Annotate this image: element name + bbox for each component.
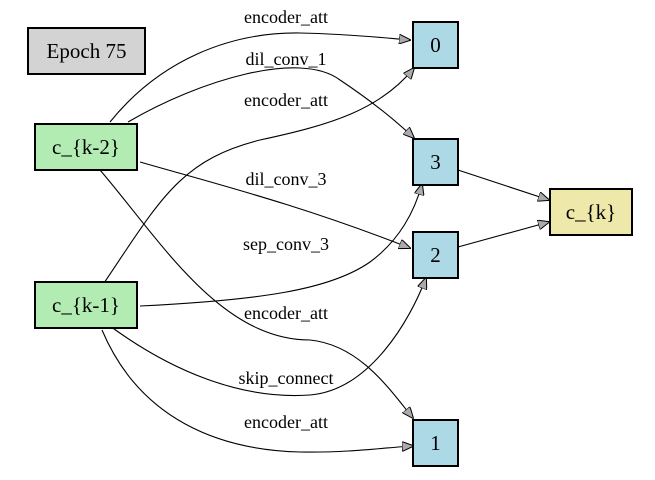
epoch-title: Epoch 75	[27, 27, 146, 75]
node-ck1: c_{k-1}	[34, 281, 138, 329]
node-ck: c_{k}	[549, 188, 633, 236]
node-2: 2	[412, 231, 459, 279]
node-label: c_{k-2}	[52, 135, 120, 159]
edge-ck1-to-0	[103, 68, 414, 284]
title-box	[27, 27, 146, 75]
node-label: 2	[430, 243, 441, 267]
node-box	[412, 138, 459, 186]
edge-label: encoder_att	[244, 412, 328, 432]
edge-ck1-to-2	[109, 278, 426, 397]
edge-2-to-ck	[457, 222, 549, 248]
node-box	[549, 188, 633, 236]
title-label: Epoch 75	[47, 39, 127, 63]
edge-ck1-to-3	[139, 184, 422, 307]
edge-label: encoder_att	[244, 303, 328, 323]
node-box	[412, 419, 459, 467]
node-1: 1	[412, 419, 459, 467]
node-box	[34, 281, 138, 329]
edge-label: encoder_att	[244, 7, 328, 27]
edges	[99, 32, 549, 453]
edge-ck2-to-3	[127, 67, 414, 138]
edge-labels: encoder_att dil_conv_1 encoder_att dil_c…	[239, 7, 334, 432]
node-box	[412, 21, 459, 69]
node-ck2: c_{k-2}	[34, 123, 138, 171]
node-box	[34, 123, 138, 171]
edge-label: sep_conv_3	[243, 234, 329, 254]
node-label: c_{k-1}	[52, 293, 120, 317]
edge-label: dil_conv_3	[246, 169, 327, 189]
node-label: 0	[430, 33, 441, 57]
edge-label: skip_connect	[239, 368, 334, 388]
node-label: c_{k}	[566, 200, 616, 224]
edge-label: encoder_att	[244, 90, 328, 110]
node-box	[412, 231, 459, 279]
node-3: 3	[412, 138, 459, 186]
edge-ck2-to-1	[99, 169, 413, 418]
node-label: 1	[430, 431, 441, 455]
edge-ck2-to-2	[139, 161, 410, 248]
node-label: 3	[430, 150, 441, 174]
edge-ck2-to-0	[109, 32, 410, 123]
edge-label: dil_conv_1	[246, 49, 327, 69]
node-0: 0	[412, 21, 459, 69]
edge-3-to-ck	[457, 169, 549, 200]
edge-ck1-to-1	[101, 329, 413, 453]
